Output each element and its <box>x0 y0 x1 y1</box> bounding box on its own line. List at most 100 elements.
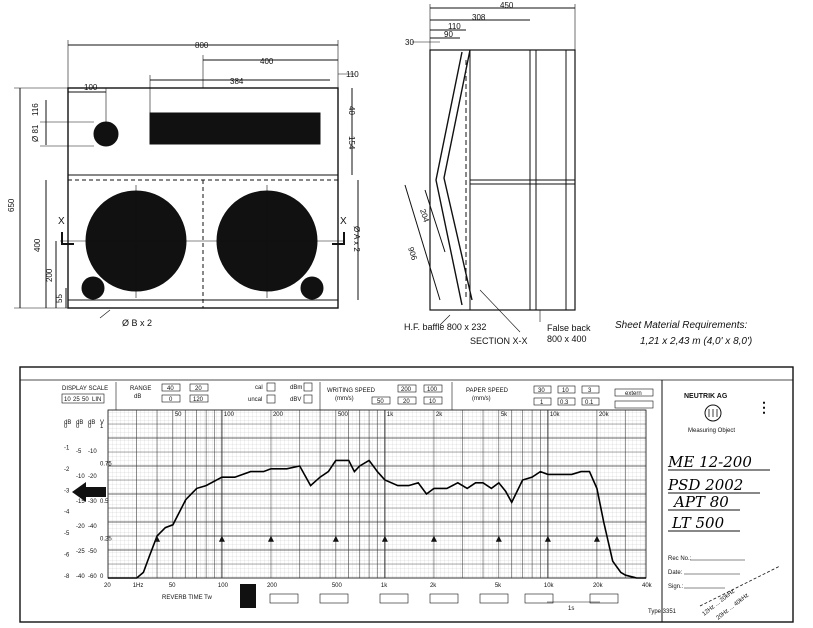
ws-20[interactable]: 20 <box>403 399 410 405</box>
range-120-box[interactable] <box>189 394 209 403</box>
scale-tick-label: dB <box>64 420 71 426</box>
cal-label: cal <box>255 385 263 391</box>
ws-50-box[interactable] <box>371 396 391 405</box>
label-false-back-1: False back <box>547 323 591 333</box>
dim-port-dia: Ø B x 2 <box>122 318 152 328</box>
display-scale-options[interactable]: 10 25 50 LIN <box>61 393 105 404</box>
range-40[interactable]: 40 <box>167 386 174 392</box>
measuring-object-label: Measuring Object <box>688 428 735 434</box>
date-label: Date: <box>668 570 683 576</box>
reverb-block <box>240 584 256 608</box>
uncal-checkbox[interactable] <box>266 394 276 404</box>
scale-tick-label: -40 <box>76 574 85 580</box>
one-second-label: 1s <box>568 606 574 612</box>
scale-option-lin[interactable]: LIN <box>92 397 101 403</box>
paper-speed-unit: (mm/s) <box>472 396 491 402</box>
side-dimension-labels: 450 308 110 90 30 204 906 H.F. baffle 80… <box>404 1 591 346</box>
dim-height: 650 <box>7 198 16 212</box>
port-left <box>81 276 105 300</box>
brand-logo <box>704 404 722 422</box>
scale-tick-label: -30 <box>88 499 97 505</box>
sheet-material: Sheet Material Requirements: 1,21 x 2,43… <box>615 320 752 347</box>
ps-0.1[interactable]: 0.1 <box>585 400 594 406</box>
extern-label[interactable]: extern <box>625 391 642 397</box>
ps-30-box[interactable] <box>533 385 552 394</box>
cal-checkbox[interactable] <box>266 382 276 392</box>
freq-top-label: 100 <box>224 412 235 418</box>
tweeter-hole <box>93 121 119 147</box>
reverb-box[interactable] <box>589 593 619 604</box>
range-unit: dB <box>134 394 141 400</box>
label-section: SECTION X-X <box>470 336 528 346</box>
scale-tick-label: 0.75 <box>100 462 112 468</box>
range-120[interactable]: 120 <box>193 397 204 403</box>
rec-no-label: Rec No.: <box>668 556 692 562</box>
freq-bottom-label: 100 <box>218 583 229 589</box>
ps-0.1-box[interactable] <box>581 397 600 406</box>
dim-left: 100 <box>84 83 98 92</box>
scale-tick-label: -20 <box>76 524 85 530</box>
marker-triangle <box>593 535 600 542</box>
sign-label: Sign.: <box>668 584 684 590</box>
scale-tick-label: -50 <box>88 549 97 555</box>
reverb-box[interactable] <box>269 593 299 604</box>
section-mark-right: X <box>340 216 347 227</box>
ps-10[interactable]: 10 <box>562 388 569 394</box>
dbv-checkbox[interactable] <box>303 394 313 404</box>
ps-3[interactable]: 3 <box>588 388 592 394</box>
port-right <box>300 276 324 300</box>
ps-10-box[interactable] <box>557 385 576 394</box>
ws-100-box[interactable] <box>423 384 443 393</box>
reverb-box[interactable] <box>429 593 459 604</box>
menu-dots-icon[interactable]: ⋮ <box>757 399 771 415</box>
freq-bottom-label: 20k <box>593 583 604 589</box>
freq-top-label: 5k <box>501 412 508 418</box>
ws-20-box[interactable] <box>397 396 417 405</box>
ws-100[interactable]: 100 <box>427 387 438 393</box>
ps-0.3[interactable]: 0.3 <box>560 400 569 406</box>
ws-50[interactable]: 50 <box>377 399 384 405</box>
scale-option-25[interactable]: 25 <box>73 397 80 403</box>
scale-tick-label: 0.5 <box>100 499 109 505</box>
dbm-checkbox[interactable] <box>303 382 313 392</box>
reverb-box[interactable] <box>379 593 409 604</box>
brand-name: NEUTRIK AG <box>684 393 728 400</box>
marker-triangle <box>218 535 225 542</box>
recorder-frame <box>19 366 794 623</box>
range-0[interactable]: 0 <box>169 397 173 403</box>
ps-30[interactable]: 30 <box>538 388 545 394</box>
scale-tick-label: 0 <box>76 424 80 430</box>
reverb-box[interactable] <box>524 593 554 604</box>
extern-field[interactable] <box>614 400 654 409</box>
scale-tick-label: -5 <box>76 449 82 455</box>
sheet-material-title: Sheet Material Requirements: <box>615 320 748 331</box>
ws-10[interactable]: 10 <box>429 399 436 405</box>
range-40-box[interactable] <box>161 383 181 392</box>
dbv-label: dBV <box>290 397 301 403</box>
dim-55: 55 <box>55 294 64 303</box>
uncal-label: uncal <box>248 397 262 403</box>
ws-200-box[interactable] <box>397 384 417 393</box>
range-20[interactable]: 20 <box>195 386 202 392</box>
ps-1-box[interactable] <box>533 397 552 406</box>
scale-option-50[interactable]: 50 <box>82 397 89 403</box>
ws-10-box[interactable] <box>423 396 443 405</box>
scale-tick-label: dB <box>88 420 95 426</box>
display-scale-label: DISPLAY SCALE <box>62 386 108 392</box>
range-20-box[interactable] <box>189 383 209 392</box>
ps-3-box[interactable] <box>581 385 600 394</box>
ws-200[interactable]: 200 <box>401 387 412 393</box>
range-0-box[interactable] <box>161 394 181 403</box>
ps-1[interactable]: 1 <box>540 400 544 406</box>
type-label: Type 3351 <box>648 609 677 615</box>
scale-tick-label: -2 <box>64 467 70 473</box>
hf-opening <box>149 112 321 145</box>
writing-speed-label: WRITING SPEED <box>327 388 376 394</box>
dim-30: 30 <box>405 38 414 47</box>
ps-0.3-box[interactable] <box>557 397 576 406</box>
reverb-box[interactable] <box>479 593 509 604</box>
reverb-box[interactable] <box>319 593 349 604</box>
scale-option-10[interactable]: 10 <box>64 397 71 403</box>
extern-box[interactable] <box>614 388 654 397</box>
